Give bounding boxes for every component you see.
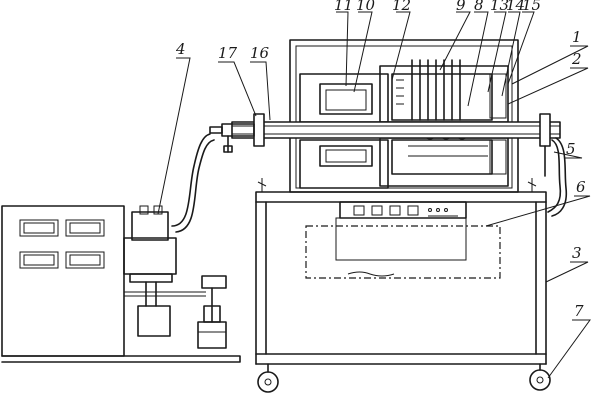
callout-3: 3: [572, 244, 582, 262]
base-plate: [1, 355, 241, 363]
gas-pump-unit: [123, 205, 227, 349]
gas-hose-left: [171, 133, 215, 233]
callout-13: 13: [490, 0, 509, 14]
callout-9: 9: [456, 0, 466, 14]
callout-14: 14: [506, 0, 525, 14]
callout-6: 6: [576, 178, 586, 196]
caster-left: [257, 363, 279, 393]
callout-17: 17: [218, 44, 238, 62]
heating-rods: [396, 59, 461, 121]
callout-5: 5: [566, 140, 576, 158]
callout-12: 12: [392, 0, 411, 14]
left-insulation: [299, 73, 389, 189]
gas-hose-right: [547, 137, 568, 217]
tube-flange-right: [539, 113, 551, 177]
callout-15: 15: [522, 0, 541, 14]
callout-16: 16: [250, 44, 270, 62]
callout-11: 11: [334, 0, 353, 14]
callout-10: 10: [356, 0, 376, 14]
leader-lines: [157, 11, 591, 379]
callout-4: 4: [175, 40, 186, 58]
callout-2: 2: [571, 50, 582, 68]
caster-right: [529, 363, 551, 391]
control-cabinet: [1, 205, 125, 357]
furnace-tube: [231, 121, 561, 139]
tube-flange-left: [209, 113, 265, 153]
table-frame: [255, 178, 547, 365]
callout-1: 1: [572, 28, 582, 46]
callout-8: 8: [474, 0, 484, 14]
callout-7: 7: [574, 302, 584, 320]
callout-labels: 1 2 3 4 5 6 7 8 9 10 11 12 13 14 15 16 1…: [175, 0, 586, 320]
control-panel: [305, 201, 501, 279]
